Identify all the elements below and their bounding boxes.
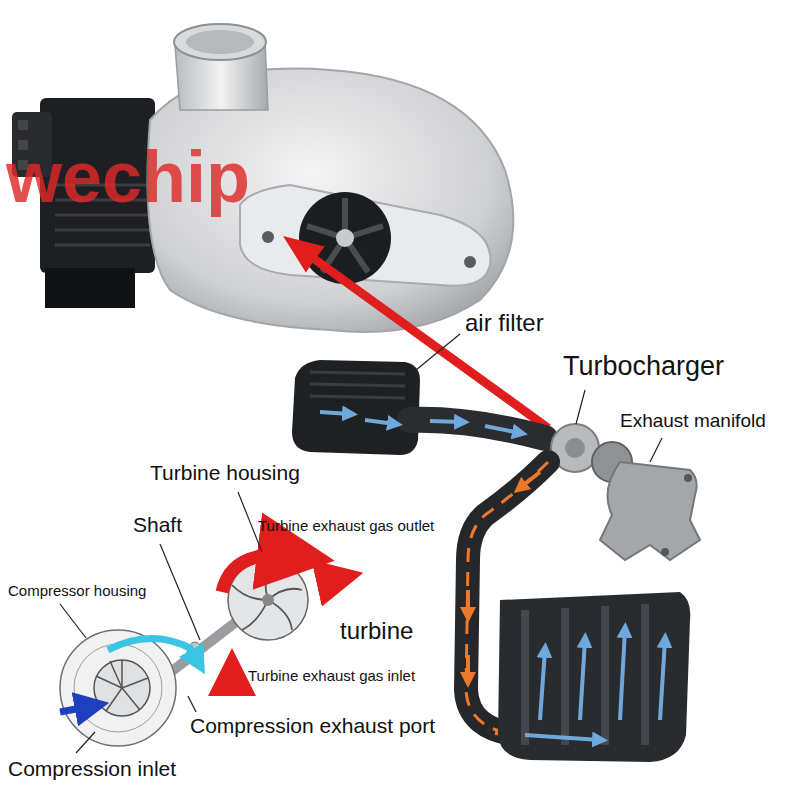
- part-label: air filter: [465, 310, 544, 336]
- intake-system-part-part: [365, 420, 395, 424]
- turbo-schematic-part-part: [106, 688, 122, 711]
- label-holder: Turbine housing: [150, 461, 300, 484]
- leader-lines-part: [76, 732, 95, 753]
- watermark: wechip: [6, 138, 250, 217]
- leader-lines-part: [416, 334, 460, 370]
- intake-system-part: [410, 420, 545, 438]
- turbo-schematic-part-part: [121, 660, 123, 688]
- part-label: turbine: [340, 618, 413, 644]
- intake-system-part-part: [485, 426, 520, 433]
- part-label: Turbine housing: [150, 461, 300, 484]
- intake-system-part: [661, 548, 669, 556]
- turbo-photo-part-part: [55, 244, 150, 247]
- part-label: Turbine exhaust gas inlet: [248, 668, 415, 685]
- intake-system-part: [600, 462, 700, 560]
- label-holder: Turbocharger: [563, 352, 724, 382]
- part-label: Compression exhaust port: [190, 714, 435, 737]
- turbo-schematic-part-part: [122, 678, 148, 688]
- intake-system-part-part: [430, 421, 462, 422]
- intake-system-part-part: [540, 650, 545, 720]
- leader-lines-part: [60, 604, 86, 638]
- turbo-photo-part: [174, 24, 266, 60]
- leader-lines-part: [650, 438, 662, 462]
- intake-system-part: [498, 592, 690, 762]
- label-holder: Turbine exhaust gas inlet: [248, 667, 415, 685]
- turbo-schematic-part-part: [110, 661, 122, 688]
- intake-system-part-part: [660, 640, 665, 720]
- turbo-photo-part: [240, 185, 490, 286]
- label-holder: Turbine exhaust gas outlet: [258, 517, 434, 535]
- intake-system-part-part: [520, 472, 540, 488]
- intake-system-part: [292, 360, 420, 455]
- part-label: Shaft: [133, 513, 182, 536]
- part-label: Turbocharger: [563, 352, 724, 382]
- part-label: Compressor housing: [8, 583, 146, 600]
- label-holder: Shaft: [133, 513, 182, 536]
- intake-system-part-part: [521, 610, 529, 745]
- turbo-schematic-part: [232, 562, 302, 630]
- turbo-photo-part-part: [55, 229, 150, 232]
- intake-system-part-part: [641, 604, 649, 745]
- intake-system-part-part: [466, 655, 470, 680]
- turbo-photo-part: [186, 30, 254, 54]
- intake-system-part-part: [601, 606, 609, 745]
- intake-system-part-part: [310, 372, 405, 374]
- intake-system-part-part: [525, 735, 600, 740]
- turbo-schematic-part: [262, 594, 274, 606]
- leader-lines-part: [160, 544, 200, 640]
- intake-system-part-part: [310, 384, 405, 386]
- label-holder: turbine: [340, 618, 413, 644]
- part-label: Turbine exhaust gas outlet: [258, 518, 434, 535]
- turbo-schematic-part: [60, 706, 92, 712]
- intake-system-part-part: [310, 396, 405, 398]
- intake-system-part: [565, 438, 585, 458]
- intake-system-part: [684, 474, 692, 482]
- turbo-schematic-part-part: [122, 688, 140, 710]
- turbo-photo-part: [299, 192, 391, 284]
- label-holder: air filter: [465, 310, 544, 336]
- turbo-schematic-part: [94, 660, 150, 716]
- turbo-schematic-part: [108, 638, 198, 662]
- intake-system-part-part: [580, 640, 585, 720]
- intake-system-part: [310, 372, 405, 398]
- leader-lines: [60, 334, 662, 753]
- leader-lines-part: [576, 390, 585, 424]
- turbo-photo-part: [464, 256, 476, 268]
- turbo-schematic-part: [96, 660, 148, 711]
- turbo-photo-part: [336, 229, 354, 247]
- intake-system-part: [320, 412, 520, 433]
- label-holder: Exhaust manifold: [620, 411, 766, 432]
- label-holder: wechip: [6, 138, 250, 217]
- label-holder: Compression exhaust port: [190, 714, 435, 737]
- part-label: Exhaust manifold: [620, 411, 766, 432]
- intake-system-part-part: [320, 412, 350, 414]
- leader-lines-part: [188, 696, 196, 712]
- label-holder: Compression inlet: [8, 757, 176, 780]
- turbo-schematic-part: [228, 672, 236, 694]
- part-label: Compression inlet: [8, 757, 176, 780]
- intake-system-part: [525, 604, 645, 745]
- intake-system-part-part: [620, 630, 625, 720]
- intake-system-part-part: [466, 590, 470, 615]
- intake-system-part: [525, 630, 665, 740]
- turbo-photo-part: [45, 268, 135, 308]
- label-holder: Compressor housing: [8, 582, 146, 600]
- turbo-photo-part: [262, 231, 274, 243]
- turbo-schematic-part: [322, 578, 340, 582]
- turbo-schematic-part: [222, 555, 296, 592]
- intake-system-part-part: [561, 608, 569, 745]
- turbo-photo-part: [18, 120, 28, 130]
- turbo-schematic-part: [74, 644, 162, 732]
